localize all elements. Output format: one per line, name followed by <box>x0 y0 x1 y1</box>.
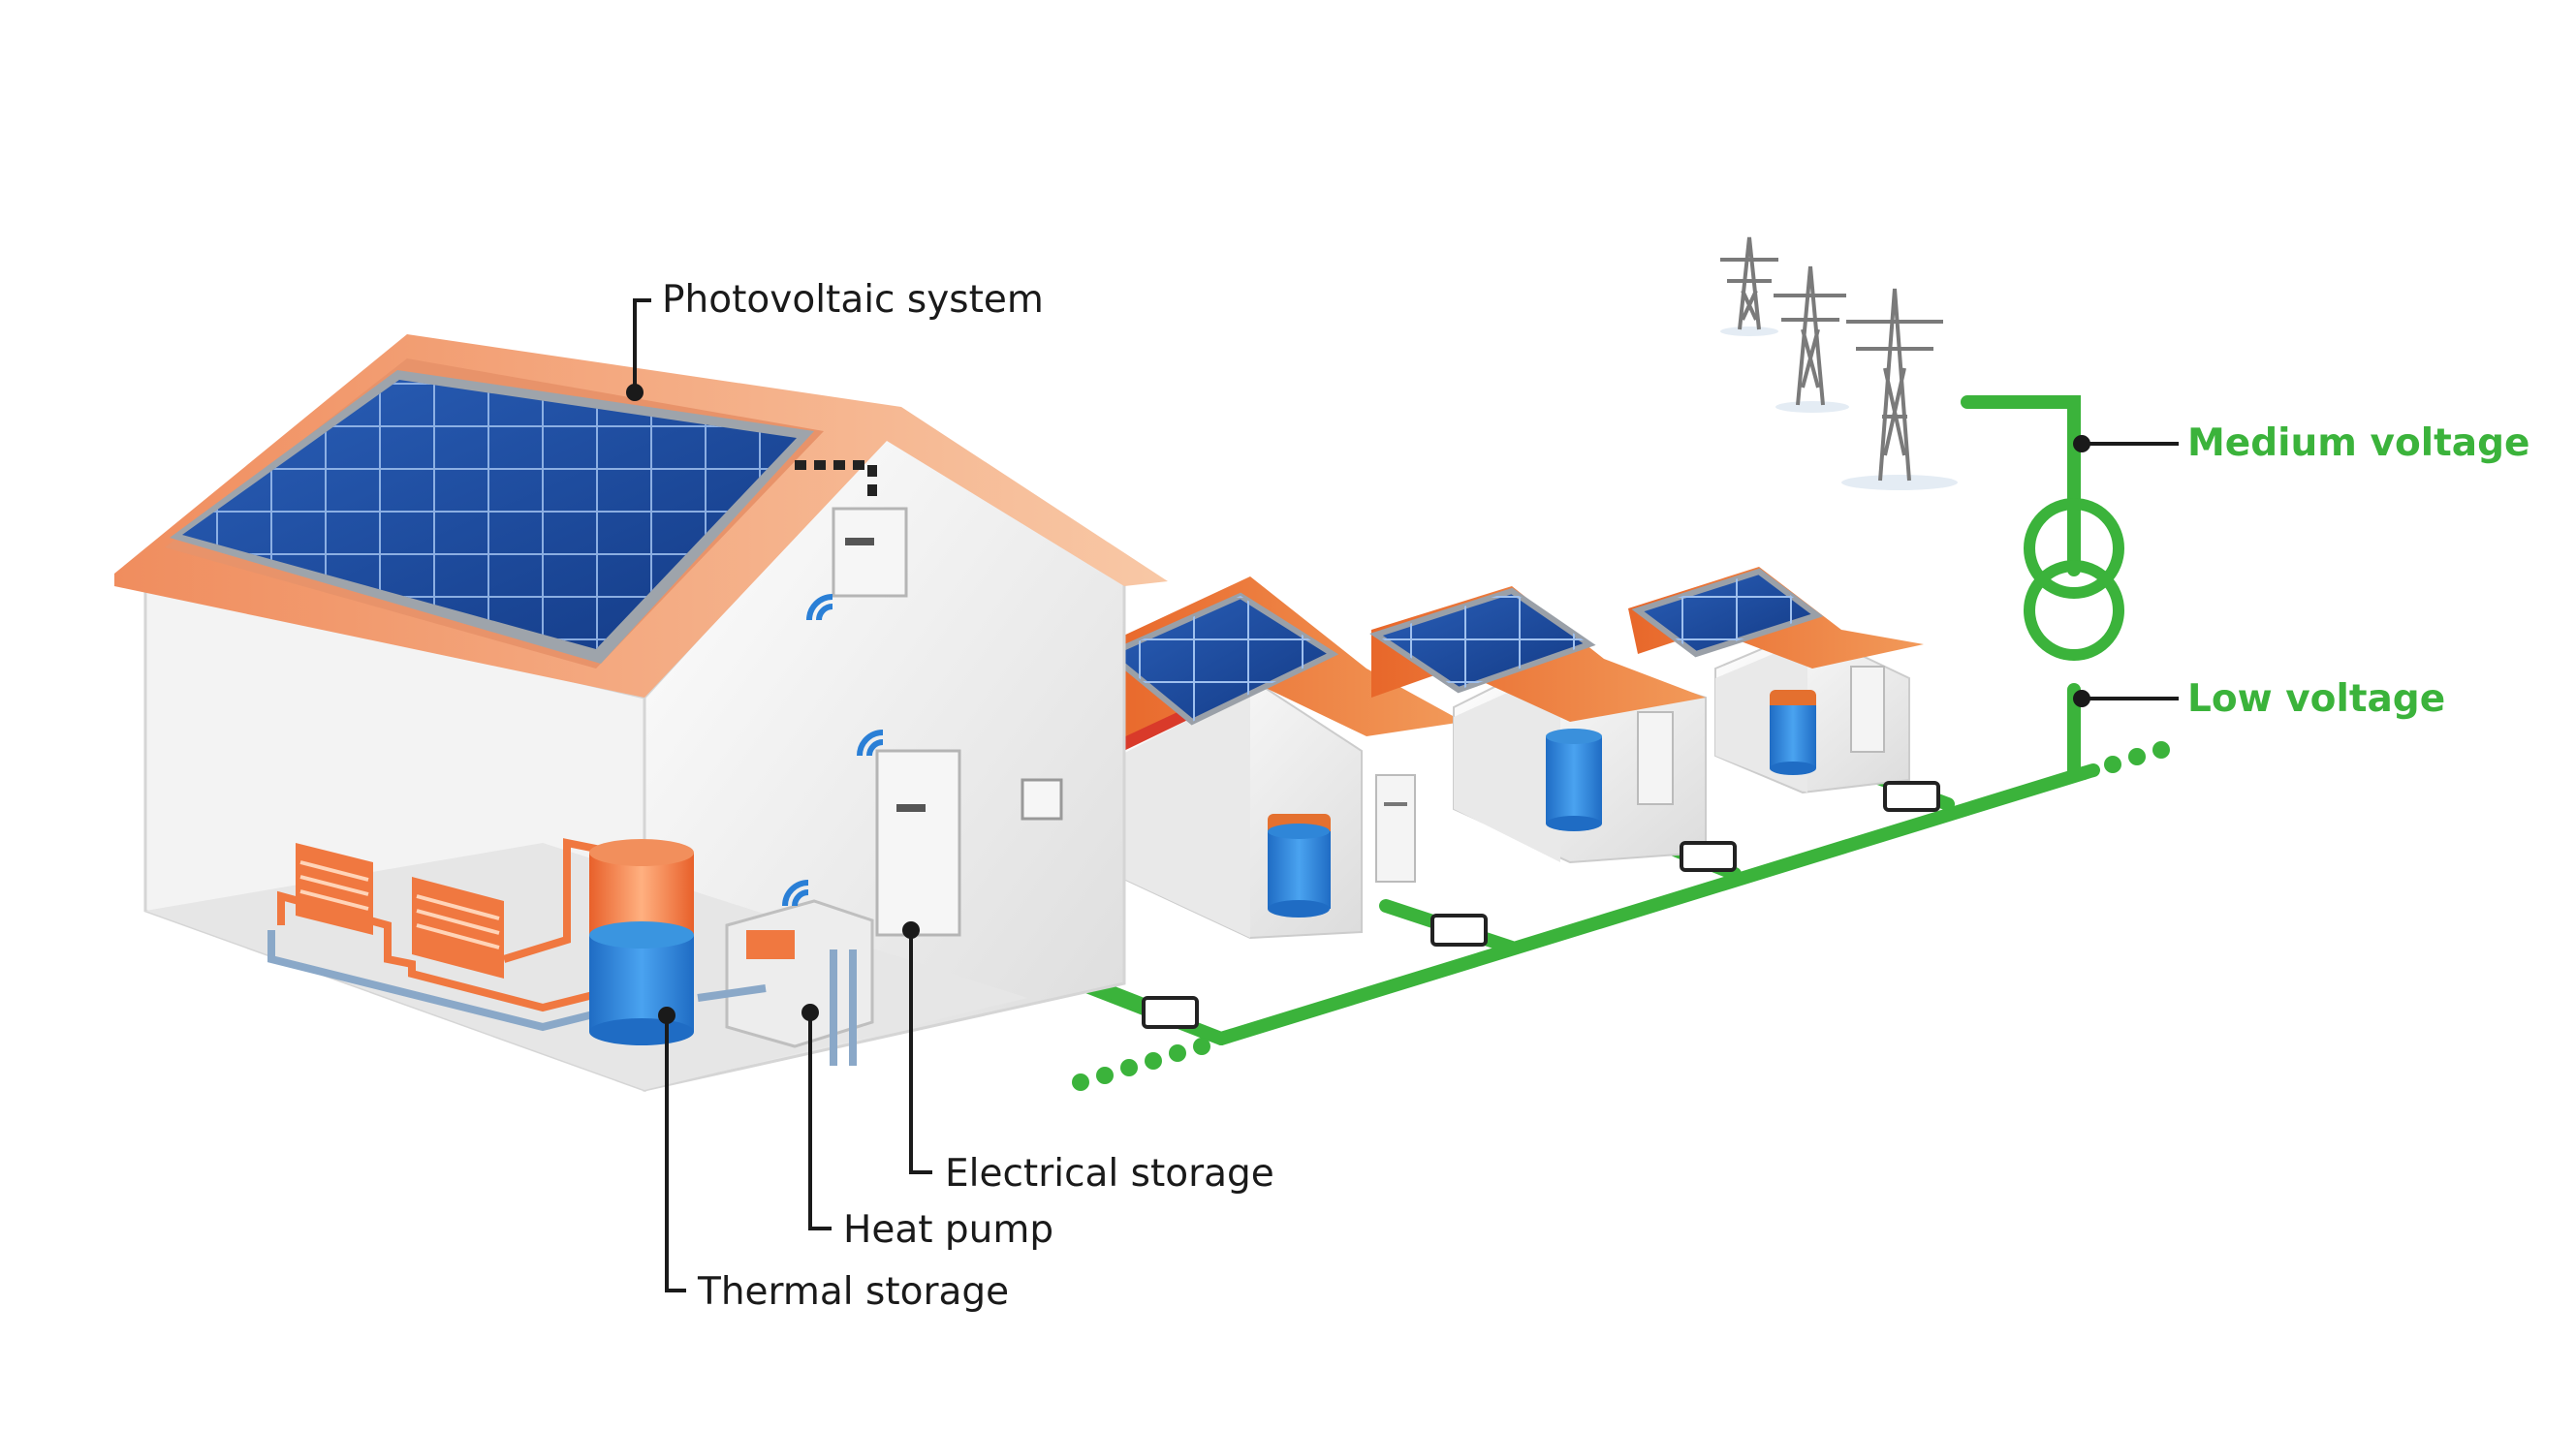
thermal-tank-main <box>589 839 694 1045</box>
power-pylons <box>1720 236 1958 490</box>
leader-lines <box>626 298 2179 1292</box>
main-house <box>114 334 1199 1093</box>
heat-pump-main <box>697 899 874 1066</box>
electrical-storage-label: Electrical storage <box>945 1152 1274 1196</box>
photovoltaic-system-label: Photovoltaic system <box>662 278 1044 322</box>
radiators <box>296 843 504 979</box>
thermal-storage-label: Thermal storage <box>698 1270 1010 1314</box>
transformer <box>2024 498 2124 661</box>
low-voltage-label: Low voltage <box>2187 677 2446 721</box>
pv-panel-main <box>170 370 814 664</box>
wifi-icons <box>782 594 884 907</box>
grid-dots <box>1072 741 2170 1091</box>
neighbor-house-2 <box>1369 586 1737 872</box>
medium-voltage-label: Medium voltage <box>2187 421 2530 465</box>
neighbor-house-1 <box>1104 576 1488 947</box>
neighbor-house-3 <box>1628 567 1940 812</box>
heat-pump-label: Heat pump <box>843 1208 1054 1252</box>
